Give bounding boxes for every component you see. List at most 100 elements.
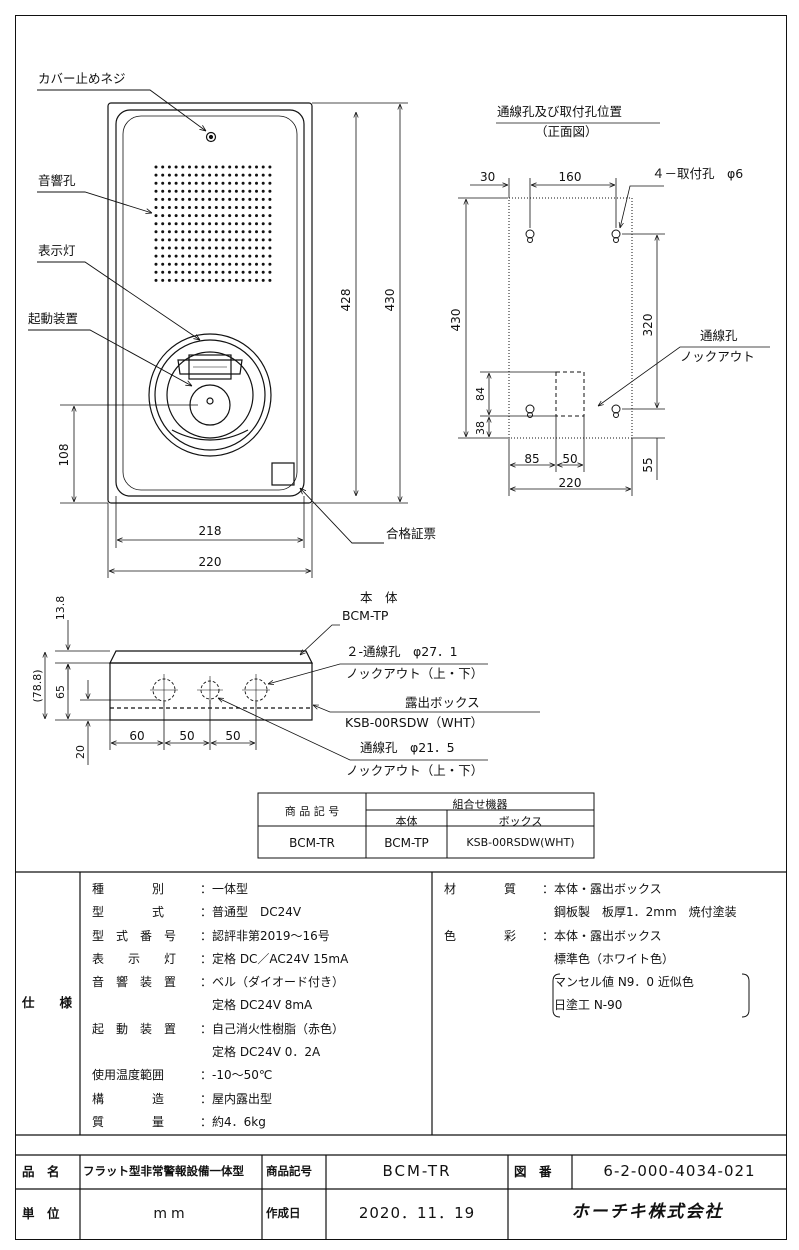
- mount-hole-tr: [611, 229, 621, 243]
- sound-hole: [268, 278, 272, 282]
- dim-50-side-b: 50: [225, 729, 240, 743]
- spec-left-value: ：-10～50℃: [200, 1068, 273, 1083]
- spec-left-value: ：自己消火性樹脂（赤色）: [200, 1021, 345, 1036]
- label-knockout: ノックアウト: [680, 349, 755, 364]
- sound-hole: [261, 165, 265, 169]
- sound-hole: [188, 238, 191, 242]
- sound-hole: [228, 165, 232, 169]
- sound-hole: [201, 230, 205, 234]
- sound-hole: [208, 214, 212, 218]
- sound-hole: [194, 270, 198, 274]
- side-view: [109, 650, 313, 721]
- sound-hole: [174, 222, 178, 226]
- spec-left-key: 型 式: [92, 905, 165, 920]
- sound-hole: [228, 262, 232, 266]
- combo-header-body: 本体: [395, 815, 418, 828]
- sound-hole: [188, 165, 191, 169]
- sound-hole: [201, 181, 205, 185]
- sound-hole: [174, 262, 178, 266]
- sound-hole: [241, 165, 245, 169]
- sound-hole: [221, 173, 225, 177]
- sound-hole: [161, 254, 165, 258]
- front-dimensions: [60, 102, 408, 578]
- sound-hole: [161, 278, 165, 282]
- spec-left-row: 起 動 装 置：自己消火性樹脂（赤色）: [92, 1020, 430, 1043]
- sound-hole: [161, 214, 165, 218]
- code-value: BCM-TR: [382, 1162, 452, 1180]
- sound-hole: [255, 278, 258, 282]
- spec-left-value: ：定格 DC／AC24V 15mA: [200, 951, 349, 966]
- sound-hole: [234, 230, 238, 234]
- sound-hole: [234, 270, 238, 274]
- sound-hole: [188, 181, 191, 185]
- combo-code: BCM-TR: [289, 836, 335, 850]
- spec-right-row: 鋼板製 板厚1．2mm 焼付塗装: [444, 903, 784, 926]
- spec-left-value: ：一体型: [200, 882, 249, 896]
- sound-hole: [167, 214, 171, 218]
- sound-hole: [228, 206, 232, 209]
- sound-hole: [208, 222, 212, 226]
- sound-hole: [167, 262, 171, 266]
- spec-right-list: 材 質：本体・露出ボックス鋼板製 板厚1．2mm 焼付塗装色 彩：本体・露出ボッ…: [444, 880, 784, 1020]
- sound-hole: [234, 238, 238, 242]
- sound-hole: [188, 278, 191, 282]
- sound-hole: [248, 181, 252, 185]
- sound-hole: [174, 278, 178, 282]
- sound-hole: [161, 165, 165, 169]
- sound-hole: [261, 181, 265, 185]
- sound-hole: [255, 181, 258, 185]
- sound-hole: [188, 189, 191, 193]
- sound-hole: [194, 254, 198, 258]
- sound-hole: [208, 262, 212, 266]
- sound-hole: [228, 270, 232, 274]
- hole-view-title: 通線孔及び取付孔位置: [497, 104, 623, 119]
- sound-hole: [161, 173, 165, 177]
- sound-hole: [174, 206, 178, 209]
- sound-hole: [221, 189, 225, 193]
- sound-hole: [268, 246, 272, 250]
- sound-hole: [255, 230, 258, 234]
- sound-hole: [221, 197, 225, 201]
- sound-hole: [214, 165, 218, 169]
- sound-hole: [248, 206, 252, 209]
- sound-hole: [201, 254, 205, 258]
- sound-hole: [181, 222, 185, 226]
- sound-hole: [181, 246, 185, 250]
- sound-hole: [208, 206, 212, 209]
- dim-30: 30: [480, 170, 495, 184]
- spec-left-row: 使用温度範囲：-10～50℃: [92, 1066, 430, 1089]
- spec-right-row: 日塗工 N-90: [444, 996, 784, 1019]
- sound-hole: [154, 206, 158, 209]
- sound-hole: [214, 189, 218, 193]
- sound-hole: [188, 262, 191, 266]
- sound-hole: [161, 246, 165, 250]
- sound-hole: [188, 270, 191, 274]
- sound-hole: [167, 270, 171, 274]
- sound-hole: [181, 254, 185, 258]
- sound-hole: [268, 173, 272, 177]
- date-value: 2020．11．19: [358, 1204, 476, 1222]
- activator-outer-ring: [148, 333, 272, 457]
- sound-hole: [167, 222, 171, 226]
- sound-hole: [201, 222, 205, 226]
- sound-hole: [181, 278, 185, 282]
- label-body: 本 体: [360, 590, 398, 605]
- sound-hole: [234, 214, 238, 218]
- sound-hole: [261, 197, 265, 201]
- sound-hole: [181, 262, 185, 266]
- dim-108: 108: [57, 444, 71, 467]
- sound-hole: [261, 214, 265, 218]
- sound-hole: [201, 189, 205, 193]
- sound-hole: [214, 230, 218, 234]
- company-logo: ホーチキ株式会社: [571, 1202, 724, 1222]
- sound-hole: [208, 181, 212, 185]
- sound-hole: [228, 214, 232, 218]
- sound-hole: [241, 254, 245, 258]
- dim-84: 84: [474, 387, 487, 401]
- sound-hole: [174, 189, 178, 193]
- spec-left-row: 質 量：約4．6kg: [92, 1113, 430, 1136]
- spec-left-row: 音 響 装 置：ベル（ダイオード付き）: [92, 973, 430, 996]
- sound-hole: [268, 189, 272, 193]
- dim-78-8: (78.8): [31, 669, 44, 702]
- spec-right-row: 材 質：本体・露出ボックス: [444, 880, 784, 903]
